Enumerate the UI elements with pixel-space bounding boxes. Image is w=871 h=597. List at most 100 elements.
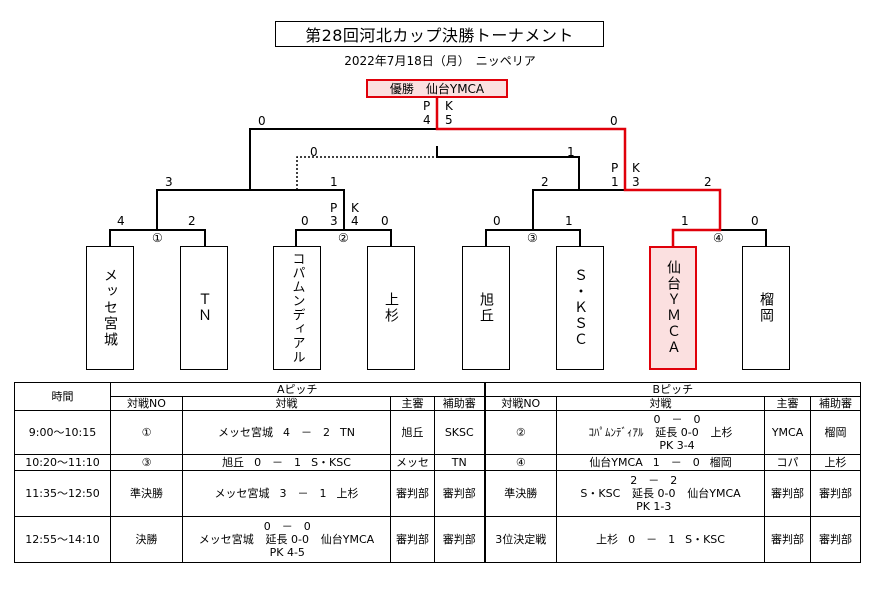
row-a-extra: 延長 0-0	[265, 533, 310, 546]
score-third-home: 0	[310, 145, 318, 159]
row-a-no: ③	[110, 454, 183, 471]
row-b-home: S・KSC	[580, 487, 621, 500]
line-final-left	[249, 98, 438, 190]
row-a-away: TN	[340, 426, 355, 439]
row-a-no: ①	[110, 410, 183, 455]
table-row: 10:20～11:10 ③ 旭丘 0 － 1 S・KSC メッセ TN ④ 仙台…	[14, 454, 862, 471]
header-b-match-no: 対戦NO	[483, 396, 558, 411]
row-b-pk: PK 3-4	[659, 439, 695, 452]
row-b-ref: 審判部	[764, 470, 812, 517]
score-r1-m4-home: 1	[681, 214, 689, 228]
score-r1-m1-home: 4	[117, 214, 125, 228]
row-a-home: メッセ宮城	[198, 533, 254, 546]
row-time: 10:20～11:10	[14, 454, 111, 471]
date-venue: 2022年7月18日（月） ニッペリア	[344, 54, 536, 68]
row-a-ref: 審判部	[390, 516, 435, 563]
pk-final-k: K	[445, 99, 453, 113]
score-semi-a-away: 1	[330, 175, 338, 189]
row-b-asst: 上杉	[810, 454, 862, 471]
row-b-extra: 延長 0-0	[655, 426, 699, 439]
row-time: 12:55～14:10	[14, 516, 111, 563]
pk-semi-b-home: 1	[611, 175, 619, 189]
team-box-copa: コパムンディアル	[273, 246, 321, 370]
table-row: 11:35～12:50 準決勝 メッセ宮城 3 － 1 上杉 審判部 審判部 準…	[14, 470, 862, 517]
team-box-tsutsujigaoka: 榴岡	[742, 246, 790, 370]
table-row: 9:00～10:15 ① メッセ宮城 4 － 2 TN 旭丘 SKSC ② ｺﾊ…	[14, 410, 862, 455]
row-b-score: 0 － 0	[653, 413, 701, 426]
header-b-referee: 主審	[764, 396, 812, 411]
row-b-asst: 審判部	[810, 470, 862, 517]
row-b-ref: YMCA	[764, 410, 812, 455]
row-time: 9:00～10:15	[14, 410, 111, 455]
row-b-match: S・KSC 2 － 2 延長 0-0 PK 1-3 仙台YMCA	[556, 470, 766, 517]
pk-final-home: 4	[423, 113, 431, 127]
row-a-pk: PK 4-5	[269, 546, 305, 559]
header-a-assistant: 補助審	[433, 396, 486, 411]
score-third-away: 1	[567, 145, 575, 159]
row-b-home: 仙台YMCA	[589, 456, 643, 469]
marker-4: ④	[713, 231, 724, 245]
row-a-asst: TN	[433, 454, 486, 471]
row-a-ref: メッセ	[390, 454, 435, 471]
row-a-no: 決勝	[110, 516, 183, 563]
winner-path	[435, 98, 722, 246]
row-b-score: 0 － 1	[628, 533, 676, 546]
row-a-no: 準決勝	[110, 470, 183, 517]
row-a-home: 旭丘	[222, 456, 245, 469]
pk-r1-m2-home: 3	[330, 214, 338, 228]
row-b-pk: PK 1-3	[636, 500, 672, 513]
row-b-score: 1 － 0	[652, 456, 700, 469]
row-b-no: 準決勝	[483, 470, 558, 517]
row-a-match: メッセ宮城 4 － 2 TN	[182, 410, 391, 455]
pk-r1-m2-away: 4	[351, 214, 359, 228]
page-title: 第28回河北カップ決勝トーナメント	[275, 21, 604, 47]
row-b-ref: コパ	[764, 454, 812, 471]
team-box-tn: ＴＮ	[180, 246, 228, 370]
row-b-away: 上杉	[710, 426, 733, 439]
row-b-home: 上杉	[596, 533, 619, 546]
row-a-match: メッセ宮城 0 － 0 延長 0-0 PK 4-5 仙台YMCA	[182, 516, 391, 563]
row-a-ref: 審判部	[390, 470, 435, 517]
header-b-match: 対戦	[556, 396, 766, 411]
row-b-extra: 延長 0-0	[632, 487, 676, 500]
team-box-sksc: Ｓ・ＫＳＣ	[556, 246, 604, 370]
row-a-match: メッセ宮城 3 － 1 上杉	[182, 470, 391, 517]
score-r1-m3-home: 0	[493, 214, 501, 228]
score-r1-m4-away: 0	[751, 214, 759, 228]
pk-final-away: 5	[445, 113, 453, 127]
score-final-home: 0	[258, 114, 266, 128]
pk-semi-b-k: K	[632, 161, 640, 175]
row-a-match: 旭丘 0 － 1 S・KSC	[182, 454, 391, 471]
row-a-away: 上杉	[336, 487, 359, 500]
pk-semi-b-p: P	[611, 161, 619, 175]
score-r1-m2-home: 0	[301, 214, 309, 228]
row-a-asst: 審判部	[433, 470, 486, 517]
row-b-home: ｺﾊﾟﾑﾝﾃﾞｨｱﾙ	[588, 426, 644, 439]
row-a-score: 3 － 1	[279, 487, 327, 500]
pk-final-p: P	[423, 99, 431, 113]
row-b-no: ②	[483, 410, 558, 455]
score-final-away: 0	[610, 114, 618, 128]
line-semi-a	[156, 189, 345, 230]
header-b-assistant: 補助審	[810, 396, 862, 411]
row-b-match: 仙台YMCA 1 － 0 榴岡	[556, 454, 766, 471]
row-a-ref: 旭丘	[390, 410, 435, 455]
header-pitch-a: Aピッチ	[109, 382, 486, 397]
schedule-table: 時間 Aピッチ Bピッチ 対戦NO 対戦 主審 補助審 対戦NO 対戦 主審 補…	[14, 382, 862, 563]
row-time: 11:35～12:50	[14, 470, 111, 517]
row-a-away: 仙台YMCA	[320, 533, 375, 546]
team-box-messe: メッセ宮城	[86, 246, 134, 370]
row-b-asst: 榴岡	[810, 410, 862, 455]
score-r1-m1-away: 2	[188, 214, 196, 228]
line-third-right	[436, 146, 580, 190]
header-a-match-no: 対戦NO	[110, 396, 183, 411]
row-a-away: S・KSC	[311, 456, 351, 469]
team-box-ymca: 仙台ＹＭＣＡ	[649, 246, 697, 370]
row-b-no: ④	[483, 454, 558, 471]
row-a-score: 0 － 0	[263, 520, 311, 533]
score-semi-a-home: 3	[165, 175, 173, 189]
row-a-home: メッセ宮城	[214, 487, 270, 500]
row-b-match: ｺﾊﾟﾑﾝﾃﾞｨｱﾙ 0 － 0 延長 0-0 PK 3-4 上杉	[556, 410, 766, 455]
row-a-asst: 審判部	[433, 516, 486, 563]
